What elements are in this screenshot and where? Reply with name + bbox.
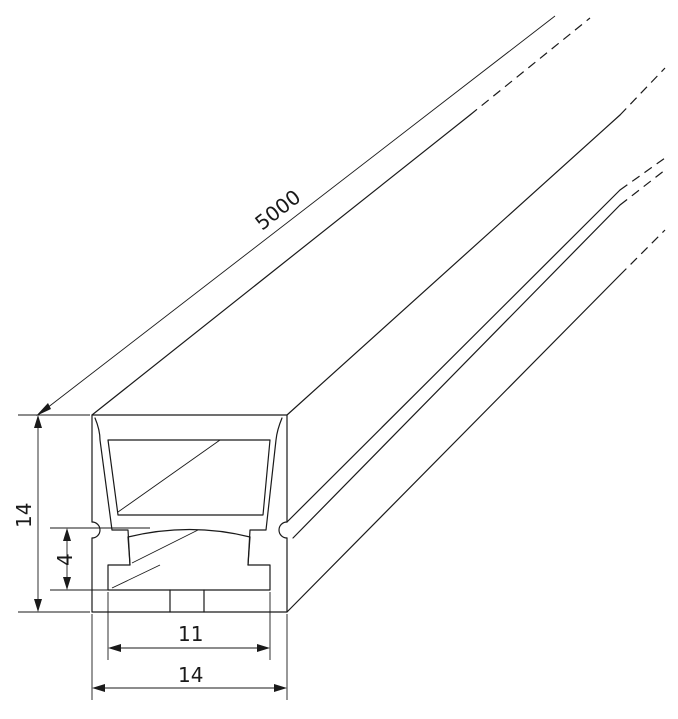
height-label: 14: [12, 503, 36, 528]
outer-width-label: 14: [178, 663, 203, 687]
length-label: 5000: [250, 185, 305, 235]
height-dimension: 14: [12, 414, 90, 613]
inner-height-label: 4: [53, 553, 77, 566]
outer-width-dimension: 14: [91, 614, 288, 700]
inner-width-dimension: 11: [107, 592, 271, 660]
inner-width-label: 11: [178, 622, 203, 646]
cross-section: [91, 414, 288, 613]
length-dimension: 5000: [36, 15, 556, 416]
inner-height-dimension: 4: [50, 527, 150, 591]
extrusion-edges: [91, 17, 666, 613]
